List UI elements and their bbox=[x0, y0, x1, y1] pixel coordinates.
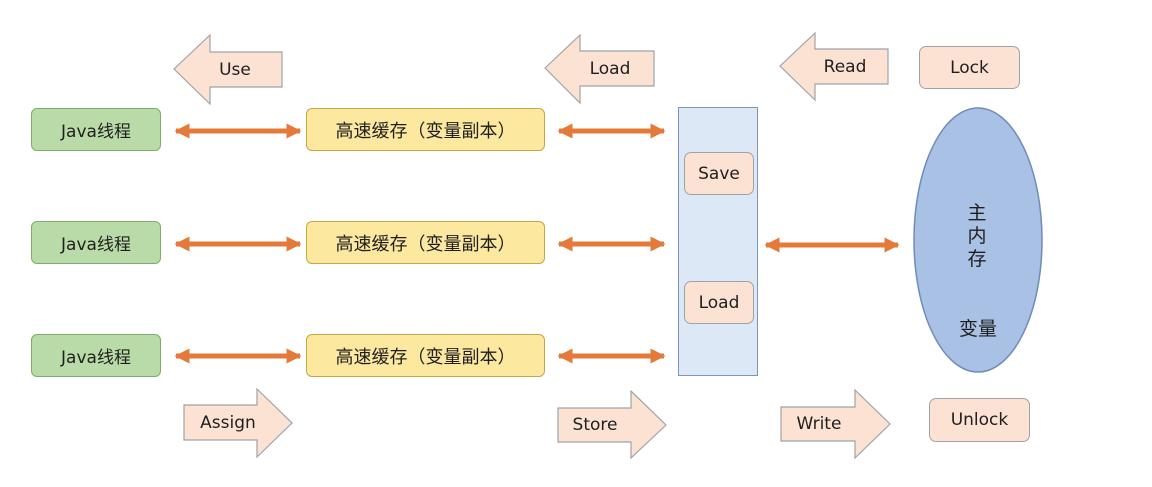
java-thread-2: Java线程 bbox=[31, 221, 161, 264]
save-box: Save bbox=[684, 152, 754, 195]
cache-3: 高速缓存（变量副本） bbox=[306, 334, 545, 377]
assign-arrow-shape bbox=[183, 387, 293, 459]
main-memory-label: 主内存 bbox=[967, 202, 987, 270]
use-arrow-shape bbox=[173, 33, 283, 106]
write-arrow-shape bbox=[780, 388, 891, 460]
variable-label: 变量 bbox=[958, 318, 997, 340]
lock-box: Lock bbox=[919, 46, 1020, 89]
store-arrow-shape bbox=[557, 389, 667, 460]
read-arrow-shape bbox=[779, 31, 889, 102]
transfer-buffer bbox=[678, 107, 758, 376]
load-box: Load bbox=[684, 281, 754, 324]
cache-2: 高速缓存（变量副本） bbox=[306, 221, 545, 264]
main-memory-ellipse bbox=[913, 107, 1043, 373]
java-thread-3: Java线程 bbox=[31, 334, 161, 377]
unlock-box: Unlock bbox=[929, 398, 1030, 442]
cache-1: 高速缓存（变量副本） bbox=[306, 108, 545, 151]
load-top-arrow-shape bbox=[544, 33, 655, 105]
java-thread-1: Java线程 bbox=[31, 108, 161, 151]
